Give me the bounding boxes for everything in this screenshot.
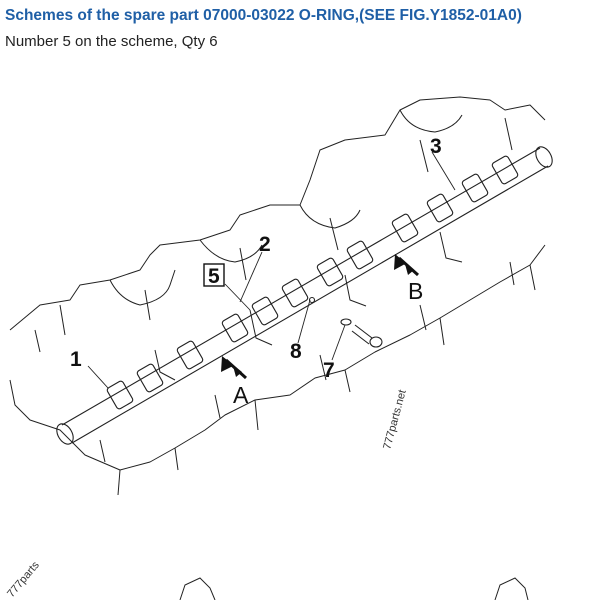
leader-lines [87,151,456,389]
callout-8: 8 [290,340,302,363]
spare-part-scheme: 1 2 3 5 7 8 A B 777parts.net 777parts [5,96,553,600]
next-scheme-partial-outline [179,577,529,600]
callout-5: 5 [208,265,220,288]
cylinder-head-outline [9,96,546,496]
view-arrow-a [221,356,248,380]
callout-5-box [203,263,225,287]
watermark-777parts: 777parts [5,559,42,600]
callout-3: 3 [430,135,442,158]
view-label-a: A [233,382,249,408]
view-label-b: B [408,278,423,304]
camshaft [56,146,553,445]
cam-lobes [106,155,519,410]
callout-7: 7 [323,359,335,382]
part-position-info: Number 5 on the scheme, Qty 6 [5,33,218,50]
view-arrow-b [394,254,420,277]
watermark-777parts-net: 777parts.net [381,389,408,451]
bolt-part-7 [308,296,383,348]
callout-1: 1 [70,348,82,371]
page-title: Schemes of the spare part 07000-03022 O-… [5,7,522,24]
callout-2: 2 [259,233,271,256]
